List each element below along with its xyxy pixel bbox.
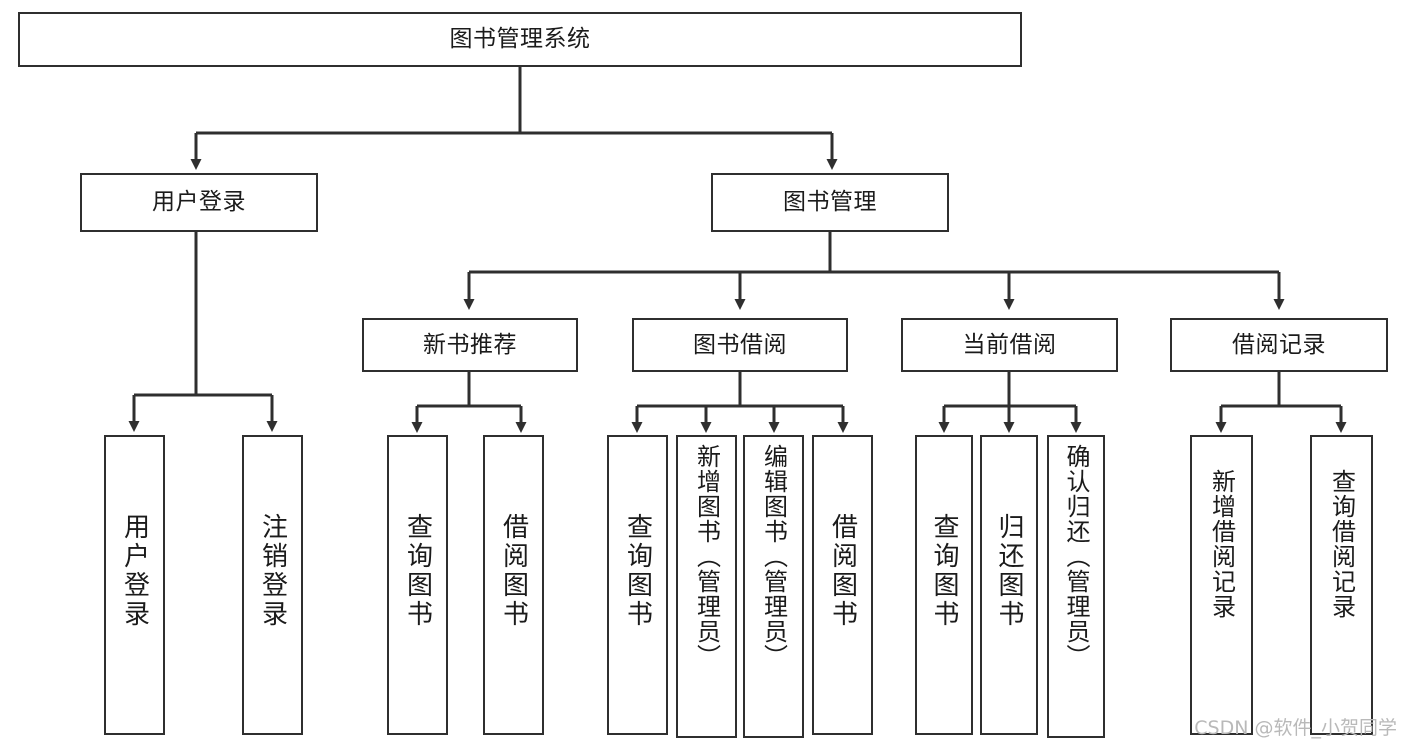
leaf-return-book[interactable]: 归还图书 [980,435,1038,735]
leaf-borrow-book-1[interactable]: 借阅图书 [483,435,544,735]
leaf-query-borrow-record[interactable]: 查询借阅记录 [1310,435,1373,735]
node-book-borrow-label: 图书借阅 [693,331,787,358]
leaf-query-book-2-label: 查询图书 [622,513,653,629]
leaf-user-login[interactable]: 用户登录 [104,435,165,735]
leaf-add-borrow-record-label: 新增借阅记录 [1207,469,1236,619]
leaf-query-book-3-label: 查询图书 [929,513,959,629]
leaf-confirm-return-admin-label: 确认归还（管理员） [1062,444,1090,669]
csdn-watermark: CSDN @软件_小贺同学 [1194,717,1397,739]
node-book-manage-label: 图书管理 [783,189,877,216]
leaf-return-book-label: 归还图书 [994,513,1024,629]
leaf-query-book-2[interactable]: 查询图书 [607,435,668,735]
leaf-logout-login-label: 注销登录 [257,513,288,629]
node-root[interactable]: 图书管理系统 [18,12,1022,67]
node-current-borrow[interactable]: 当前借阅 [901,318,1118,372]
leaf-borrow-book-2-label: 借阅图书 [827,513,858,629]
leaf-user-login-label: 用户登录 [119,513,150,629]
leaf-add-book-admin-label: 新增图书（管理员） [692,444,721,669]
leaf-query-book-1[interactable]: 查询图书 [387,435,448,735]
node-book-manage[interactable]: 图书管理 [711,173,949,232]
leaf-edit-book-admin-label: 编辑图书（管理员） [759,444,788,669]
node-user-login[interactable]: 用户登录 [80,173,318,232]
leaf-confirm-return-admin[interactable]: 确认归还（管理员） [1047,435,1105,738]
node-book-borrow[interactable]: 图书借阅 [632,318,848,372]
node-new-book-recommend-label: 新书推荐 [423,331,517,358]
leaf-borrow-book-2[interactable]: 借阅图书 [812,435,873,735]
node-new-book-recommend[interactable]: 新书推荐 [362,318,578,372]
leaf-query-borrow-record-label: 查询借阅记录 [1327,469,1356,619]
leaf-add-book-admin[interactable]: 新增图书（管理员） [676,435,737,738]
leaf-logout-login[interactable]: 注销登录 [242,435,303,735]
node-borrow-record-label: 借阅记录 [1232,331,1326,358]
node-current-borrow-label: 当前借阅 [962,331,1057,358]
node-borrow-record[interactable]: 借阅记录 [1170,318,1388,372]
node-user-login-label: 用户登录 [152,189,246,216]
leaf-borrow-book-1-label: 借阅图书 [498,513,529,629]
node-root-label: 图书管理系统 [449,26,591,53]
leaf-add-borrow-record[interactable]: 新增借阅记录 [1190,435,1253,735]
leaf-edit-book-admin[interactable]: 编辑图书（管理员） [743,435,804,738]
leaf-query-book-3[interactable]: 查询图书 [915,435,973,735]
leaf-query-book-1-label: 查询图书 [402,513,433,629]
